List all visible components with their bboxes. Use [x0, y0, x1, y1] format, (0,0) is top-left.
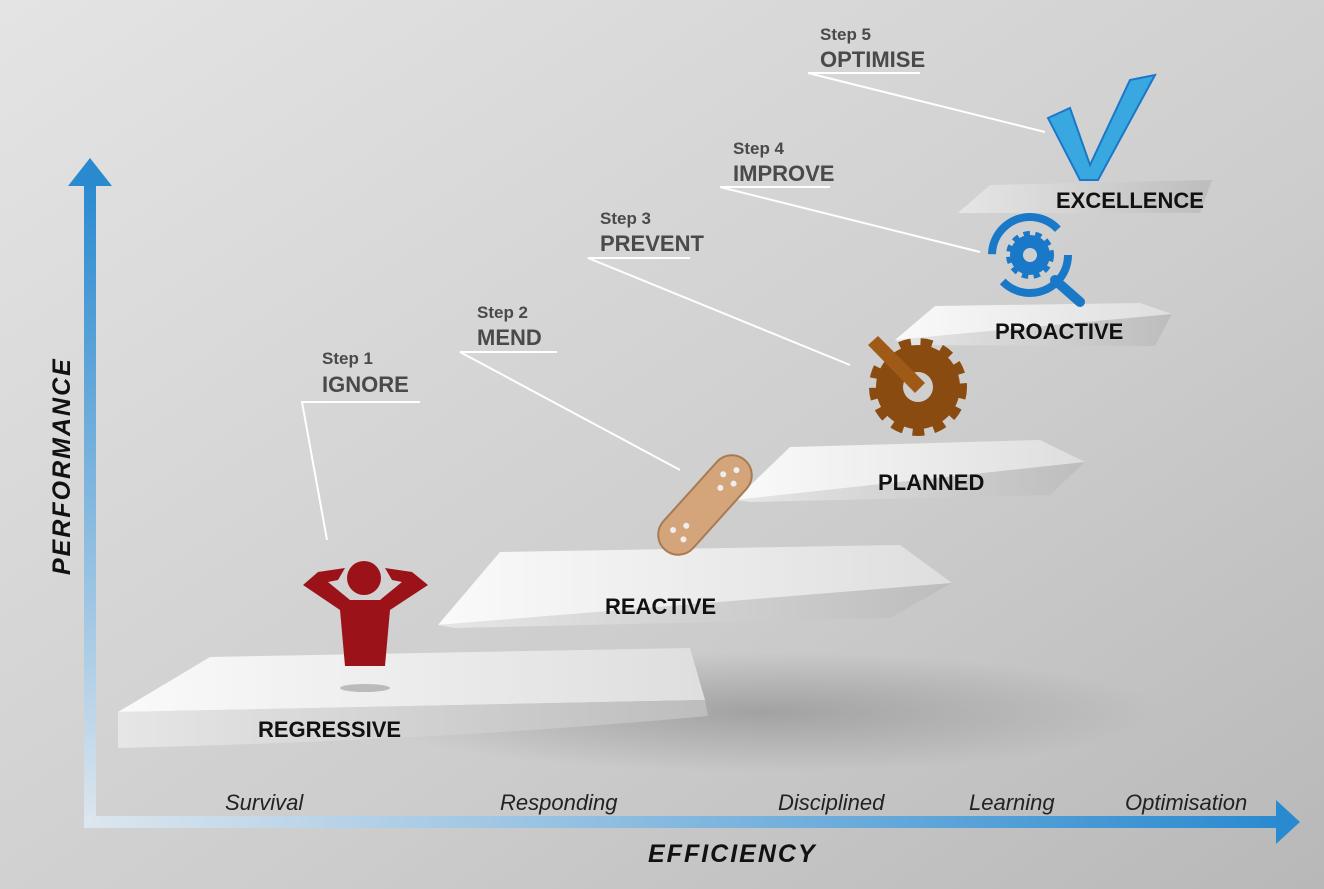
step-number: Step 3: [600, 209, 651, 228]
step-number: Step 1: [322, 349, 373, 368]
step-number: Step 5: [820, 25, 871, 44]
bandage-icon: [657, 454, 753, 556]
step-number: Step 2: [477, 303, 528, 322]
platform-excellence: EXCELLENCE: [958, 180, 1212, 213]
platform-reactive: REACTIVE: [438, 545, 952, 628]
x-axis-label: Disciplined: [778, 790, 885, 815]
y-axis-arrow: [68, 158, 112, 828]
x-axis-label: Learning: [969, 790, 1055, 815]
step-name: IMPROVE: [733, 161, 834, 186]
checkmark-icon: [1046, 73, 1157, 181]
x-axis-arrow: [84, 800, 1300, 844]
x-axis-label: Survival: [225, 790, 304, 815]
platform-planned: PLANNED: [735, 440, 1085, 502]
x-axis-label: Responding: [500, 790, 618, 815]
step-name: OPTIMISE: [820, 47, 925, 72]
wrench-gear-icon: [868, 336, 967, 436]
platform-regressive: REGRESSIVE: [118, 648, 708, 748]
level-label: REACTIVE: [605, 594, 716, 619]
callout-lines: [300, 72, 1046, 541]
x-axis-label: Optimisation: [1125, 790, 1247, 815]
platform-proactive: PROACTIVE: [895, 303, 1172, 346]
level-label: REGRESSIVE: [258, 717, 401, 742]
level-label: EXCELLENCE: [1056, 188, 1204, 213]
person-hands-on-head-icon: [303, 561, 428, 692]
step-name: PREVENT: [600, 231, 704, 256]
x-axis-title: EFFICIENCY: [648, 840, 817, 868]
step-number: Step 4: [733, 139, 785, 158]
level-label: PROACTIVE: [995, 319, 1123, 344]
y-axis-title: PERFORMANCE: [48, 357, 76, 575]
step-name: IGNORE: [322, 372, 409, 397]
level-label: PLANNED: [878, 470, 984, 495]
gear-magnifier-icon: [988, 213, 1085, 307]
step-name: MEND: [477, 325, 542, 350]
